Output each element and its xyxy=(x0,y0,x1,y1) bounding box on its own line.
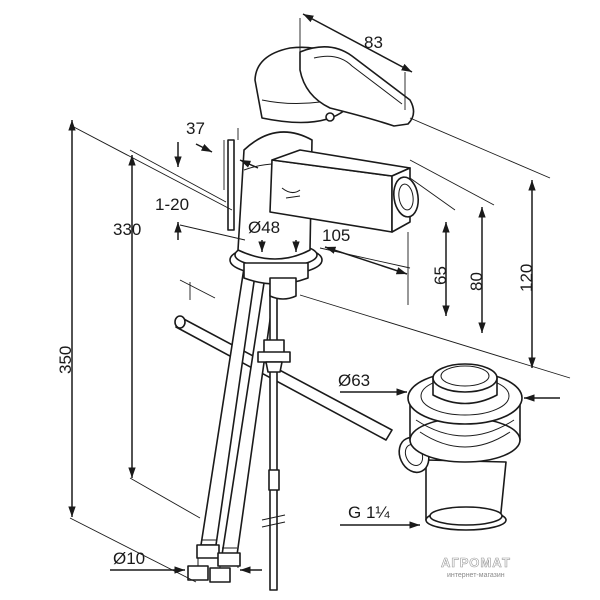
dim-d10: Ø10 xyxy=(113,549,145,568)
dimension-labels: 83 37 1-20 330 Ø48 105 65 80 120 350 Ø63… xyxy=(56,33,536,568)
dim-83: 83 xyxy=(364,33,383,52)
dim-105: 105 xyxy=(322,226,350,245)
popup-waste xyxy=(174,315,523,531)
dim-350: 350 xyxy=(56,346,75,374)
watermark-brand: АГРОМАТ xyxy=(441,555,511,570)
dim-37: 37 xyxy=(186,119,205,138)
dim-330: 330 xyxy=(113,220,141,239)
dim-80: 80 xyxy=(467,272,486,291)
dim-d48: Ø48 xyxy=(248,218,280,237)
watermark-logo: АГРОМАТ интернет-магазин xyxy=(441,555,511,579)
dim-g114: G 1¼ xyxy=(348,503,390,522)
supply-hoses xyxy=(187,267,278,583)
dimension-lines xyxy=(68,13,560,574)
dim-120: 120 xyxy=(517,264,536,292)
dim-1-20: 1-20 xyxy=(155,195,189,214)
dim-65: 65 xyxy=(431,266,450,285)
watermark-tagline: интернет-магазин xyxy=(447,572,505,579)
dim-d63: Ø63 xyxy=(338,371,370,390)
faucet-body xyxy=(227,46,420,300)
